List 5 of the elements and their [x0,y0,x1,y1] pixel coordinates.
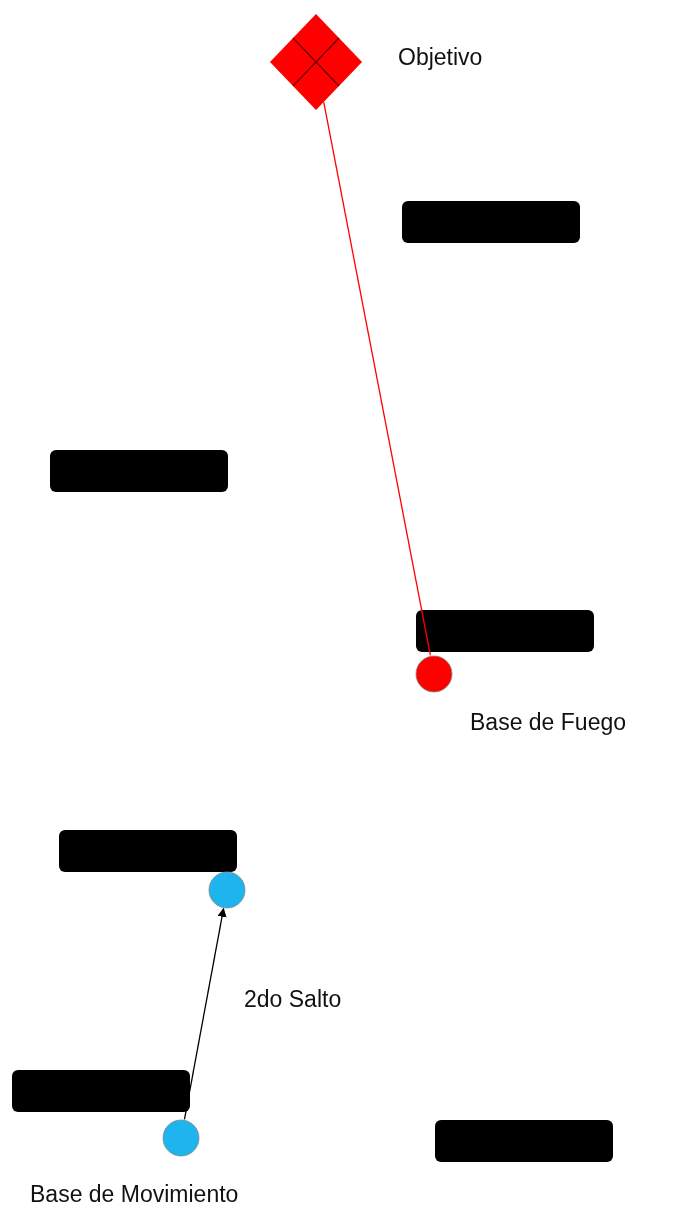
node-label: Objetivo [398,44,483,71]
node-label: Base de Movimiento [30,1181,239,1208]
node-label: Base de Fuego [470,709,626,736]
line [323,101,432,656]
arrow [183,907,227,1120]
